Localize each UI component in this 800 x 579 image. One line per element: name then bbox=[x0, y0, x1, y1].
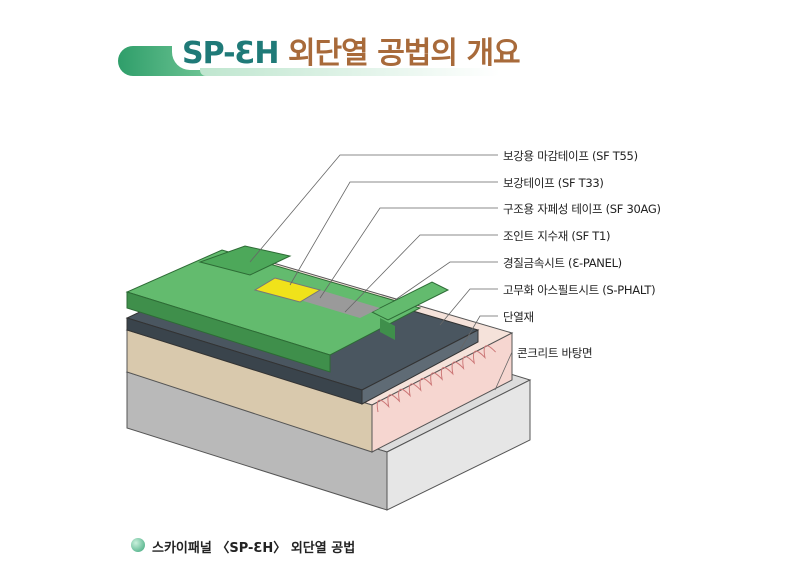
label-joint-sealant: 조인트 지수재 (SF T1) bbox=[503, 229, 611, 243]
label-metal-sheet: 경질금속시트 (Ɛ-PANEL) bbox=[503, 256, 622, 270]
caption-bullet-icon bbox=[131, 538, 145, 552]
label-structural-tape: 구조용 자페성 테이프 (SF 30AG) bbox=[503, 202, 661, 216]
insulation-pattern bbox=[376, 345, 496, 413]
panel-right-top bbox=[370, 281, 450, 321]
leader-lines bbox=[249, 154, 513, 391]
label-finishing-tape: 보강용 마감테이프 (SF T55) bbox=[503, 149, 638, 163]
concrete-side bbox=[386, 379, 531, 511]
label-insulation: 단열재 bbox=[503, 310, 534, 324]
label-asphalt-sheet: 고무화 아스필트시트 (S-PHALT) bbox=[503, 283, 656, 297]
title-text: 외단열 공법의 개요 bbox=[287, 36, 521, 71]
title-banner-cutout bbox=[172, 40, 502, 70]
panel-left-front bbox=[126, 291, 331, 373]
reinforcing-tape-yellow bbox=[253, 277, 322, 303]
panel-right bbox=[380, 318, 395, 340]
joint-strip bbox=[300, 290, 380, 318]
page-title: SP-ƐH 외단열 공법의 개요 bbox=[182, 28, 521, 72]
label-concrete: 콘크리트 바탕면 bbox=[517, 346, 593, 360]
title-model: SP-ƐH bbox=[182, 36, 279, 71]
figure-caption: 스카이패널 〈SP-ƐH〉 외단열 공법 bbox=[152, 541, 356, 556]
label-reinforcing-tape: 보강테이프 (SF T33) bbox=[503, 176, 604, 190]
asphalt-side bbox=[361, 329, 479, 405]
title-banner-shadow bbox=[200, 68, 500, 76]
finishing-tape bbox=[198, 245, 292, 276]
